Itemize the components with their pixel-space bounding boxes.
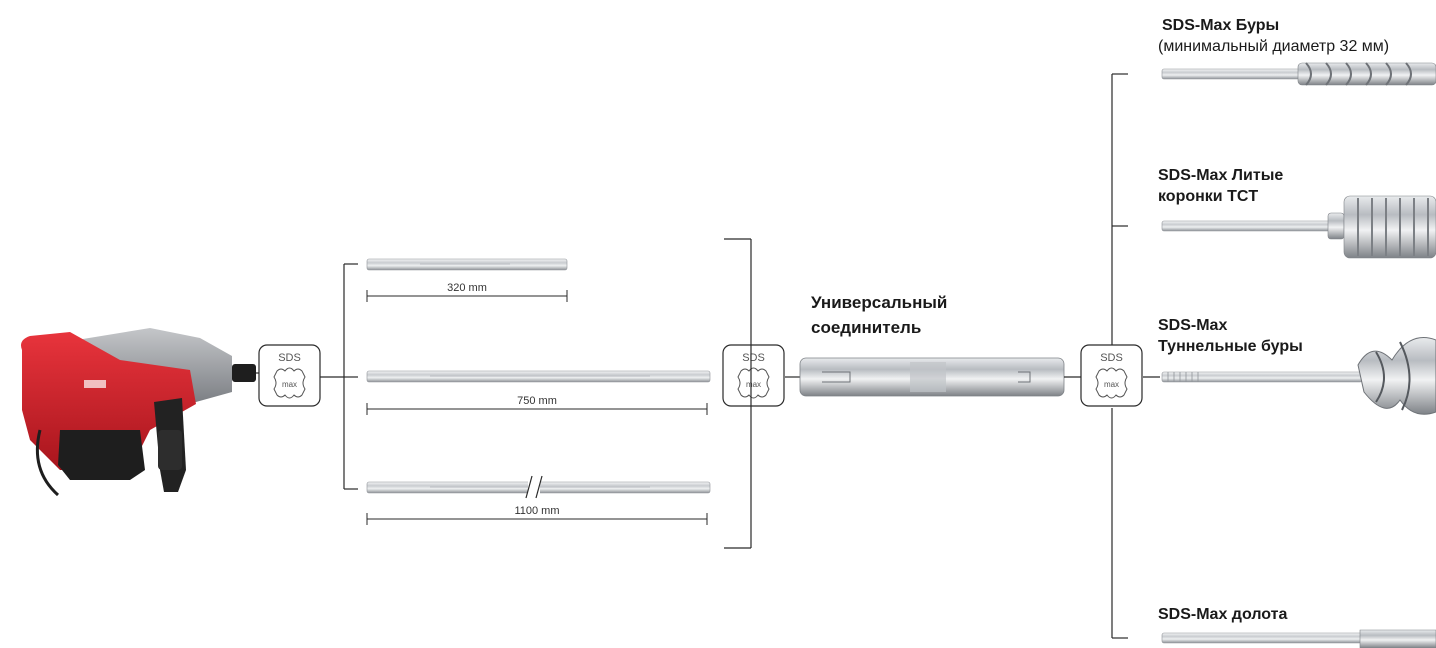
sds-max-shank-icon (1095, 367, 1128, 399)
dimension-line-1100 (366, 513, 708, 525)
sds-badge-top-text: SDS (742, 352, 765, 364)
tool-label-tunnel-line2: Туннельные буры (1158, 338, 1303, 355)
sds-max-shank-icon (737, 367, 770, 399)
connector-title-line2: соединитель (811, 318, 922, 337)
tool-label-core-line2: коронки TCT (1158, 188, 1259, 205)
sds-badge-inner-text: max (282, 380, 297, 389)
tool-drill-bit (1161, 62, 1436, 86)
tool-label-tunnel-line1: SDS-Max (1158, 317, 1228, 334)
sds-max-badge-hammer: SDS max (258, 344, 321, 407)
tool-chisel (1161, 629, 1436, 648)
extensions-right-bracket (724, 238, 752, 549)
extensions-left-bracket (320, 263, 358, 490)
sds-badge-top-text: SDS (278, 352, 301, 364)
connector-title-line1: Универсальный (811, 293, 948, 312)
hammer-chuck (232, 364, 256, 382)
sds-badge-frame (722, 344, 785, 407)
tool-label-drill-line1: SDS-Max Буры (1162, 17, 1280, 34)
universal-connector-illustration (785, 357, 1081, 397)
extension-rod-1100 (366, 475, 711, 499)
extension-rod-320 (366, 258, 568, 271)
dimension-label-320: 320 mm (417, 282, 517, 294)
tools-tree-connector (1111, 73, 1160, 639)
hammer-brand-mark (84, 380, 106, 388)
sds-badge-top-text: SDS (1100, 352, 1123, 364)
tool-label-chisel: SDS-Max долота (1158, 606, 1288, 623)
sds-badge-frame (258, 344, 321, 407)
hammer-power-cord (35, 429, 60, 497)
sds-badge-inner-text: max (746, 380, 761, 389)
extension-rod-750 (366, 370, 711, 383)
dimension-label-750: 750 mm (487, 395, 587, 407)
sds-max-badge-connector-in: SDS max (722, 344, 785, 407)
hammer-black-base (58, 430, 145, 480)
sds-max-shank-icon (273, 367, 306, 399)
dimension-line-320 (366, 290, 568, 302)
tool-label-drill-line2: (минимальный диаметр 32 мм) (1158, 38, 1390, 55)
sds-badge-inner-text: max (1104, 380, 1119, 389)
tool-label-core-line1: SDS-Max Литые (1158, 167, 1284, 184)
rotary-hammer-illustration (21, 328, 262, 497)
sds-max-badge-connector-out: SDS max (1080, 344, 1143, 407)
tool-tunnel-bit (1161, 337, 1436, 415)
dimension-label-1100: 1100 mm (487, 505, 587, 517)
tool-core-bit (1161, 195, 1436, 259)
hammer-handle-grip (158, 430, 182, 470)
dimension-line-750 (366, 403, 708, 415)
